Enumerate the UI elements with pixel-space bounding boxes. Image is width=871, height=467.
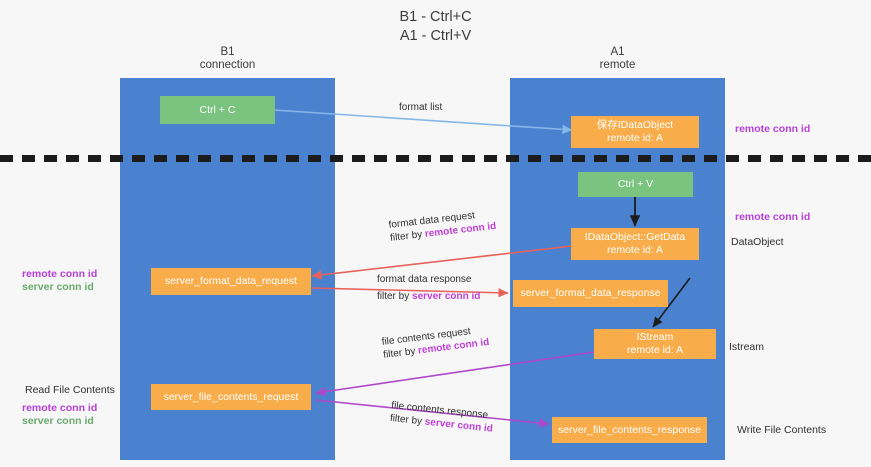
node-getdata-line1: IDataObject::GetData	[584, 231, 686, 243]
lane-header-b1-role: connection	[199, 59, 256, 71]
edge-label-format-list-text: format list	[399, 102, 443, 113]
node-idataobject-getdata[interactable]: IDataObject::GetData remote id: A	[571, 228, 699, 260]
diagram-title: B1 - Ctrl+C A1 - Ctrl+V	[0, 8, 871, 46]
edge-label-file-contents-request: file contents request filter by remote c…	[381, 323, 490, 362]
annotation-right-write-file-contents: Write File Contents	[737, 424, 827, 436]
node-server-format-data-request[interactable]: server_format_data_request	[151, 268, 311, 295]
node-ctrl-v-label: Ctrl + V	[617, 178, 654, 190]
filter-prefix: filter by	[389, 412, 426, 428]
lane-header-a1: A1 remote	[510, 46, 725, 72]
title-line-1: B1 - Ctrl+C	[399, 9, 472, 25]
node-istream-line2: remote id: A	[626, 344, 684, 356]
annotation-right-istream: Istream	[729, 341, 765, 353]
filter-prefix: filter by	[389, 228, 426, 244]
title-line-2: A1 - Ctrl+V	[399, 28, 472, 44]
annotation-right-dataobject: DataObject	[731, 236, 784, 248]
annotation-left-remote-conn-id: remote conn id	[22, 268, 98, 280]
node-server-file-contents-response[interactable]: server_file_contents_response	[552, 417, 707, 443]
node-istream[interactable]: IStream remote id: A	[594, 329, 716, 359]
annotation-right-top-remote-conn-id: remote conn id	[735, 123, 811, 135]
annotation-left-read-file-contents: Read File Contents	[25, 384, 115, 396]
lane-header-b1-name: B1	[220, 46, 235, 58]
lane-header-a1-name: A1	[610, 46, 625, 58]
node-server-format-data-response[interactable]: server_format_data_response	[513, 280, 668, 307]
node-server-file-contents-request[interactable]: server_file_contents_request	[151, 384, 311, 410]
edge-label-file-contents-response: file contents response filter by server …	[389, 399, 495, 436]
node-istream-line1: IStream	[636, 331, 674, 343]
annotation-left-bottom-remote-conn-id: remote conn id	[22, 402, 98, 414]
edge-label-format-data-response: format data response filter by server co…	[377, 273, 480, 303]
node-server-format-data-request-label: server_format_data_request	[165, 275, 297, 287]
phase-divider-dashed-line	[0, 155, 871, 162]
node-server-file-contents-response-label: server_file_contents_response	[557, 423, 701, 436]
node-ctrl-c-label: Ctrl + C	[199, 103, 236, 116]
node-save-idataobject-line2: remote id: A	[606, 132, 664, 144]
node-server-file-contents-request-label: server_file_contents_request	[163, 390, 299, 403]
annotation-right-mid-remote-conn-id: remote conn id	[735, 211, 811, 223]
lane-header-a1-role: remote	[599, 59, 636, 71]
filter-key-server-conn-id: server conn id	[412, 291, 481, 302]
node-getdata-line2: remote id: A	[606, 244, 664, 256]
node-server-format-data-response-label: server_format_data_response	[520, 287, 661, 299]
annotation-left-server-conn-id: server conn id	[22, 281, 94, 293]
filter-prefix: filter by	[382, 345, 419, 361]
node-ctrl-c[interactable]: Ctrl + C	[160, 96, 275, 124]
annotation-left-bottom-server-conn-id: server conn id	[22, 415, 94, 427]
edge-label-format-data-response-line1: format data response	[377, 274, 472, 285]
node-ctrl-v[interactable]: Ctrl + V	[578, 172, 693, 197]
edge-label-format-list: format list	[399, 101, 442, 114]
node-save-idataobject-line1: 保存IDataObject	[596, 119, 674, 131]
filter-prefix: filter by	[377, 291, 413, 302]
lane-header-b1: B1 connection	[120, 46, 335, 72]
edge-label-format-data-response-line2: filter by server conn id	[377, 290, 480, 303]
node-save-idataobject[interactable]: 保存IDataObject remote id: A	[571, 116, 699, 148]
edge-label-format-data-request: format data request filter by remote con…	[388, 207, 497, 245]
